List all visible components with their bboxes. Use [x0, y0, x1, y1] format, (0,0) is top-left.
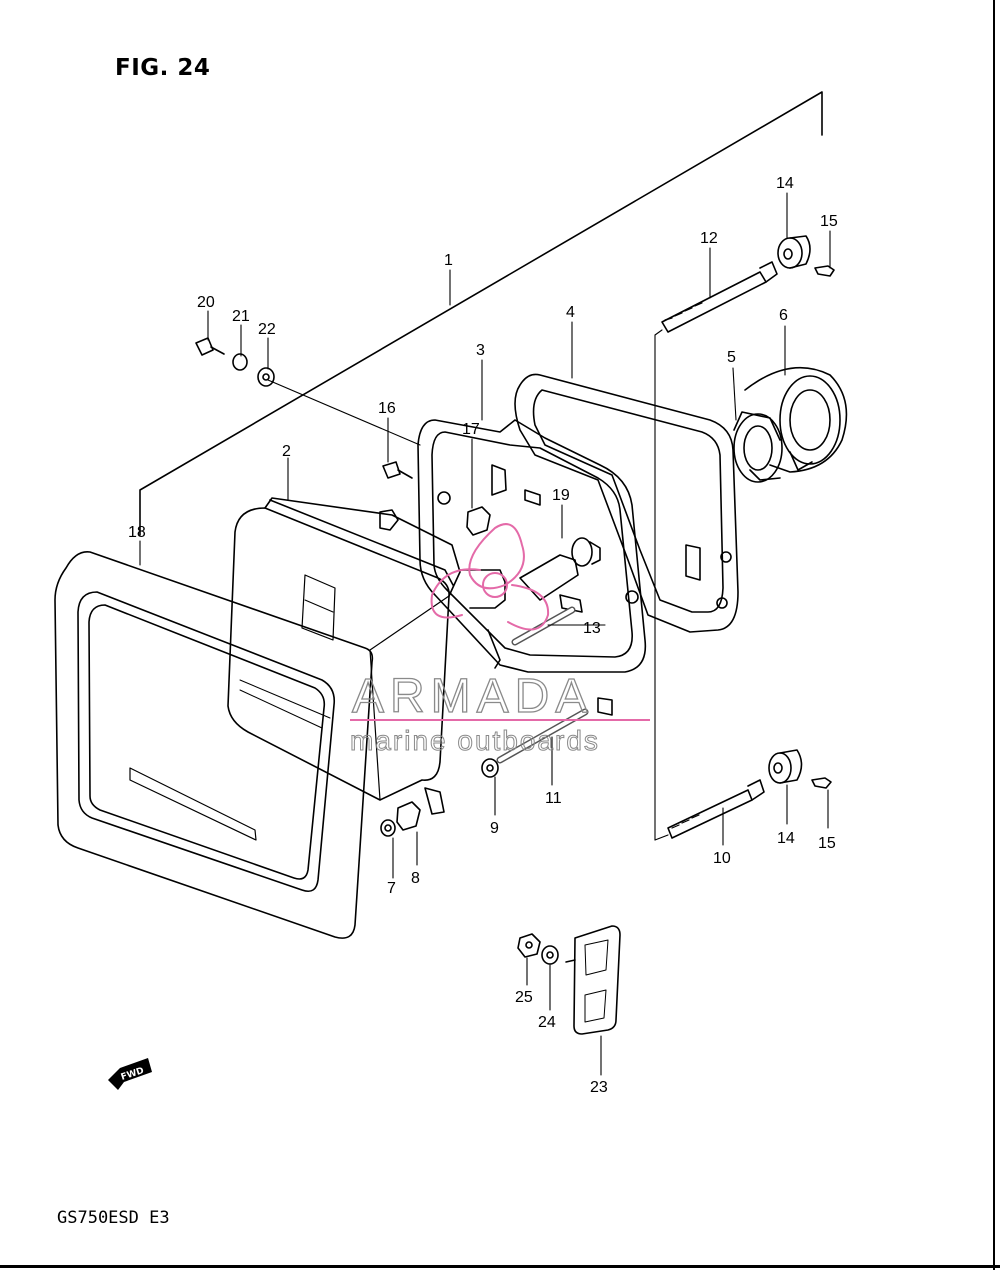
callout-6: 6 [779, 307, 788, 324]
callout-25: 25 [515, 989, 533, 1006]
adjuster-nut-14-bottom [768, 749, 803, 784]
reflector-23 [565, 925, 621, 1035]
callout-12: 12 [700, 230, 718, 247]
socket-cover-5-6 [733, 367, 848, 483]
washer-22 [257, 367, 275, 387]
leader-lines [139, 192, 831, 1076]
callout-7: 7 [387, 880, 396, 897]
callout-15-bottom: 15 [818, 835, 836, 852]
callout-16: 16 [378, 400, 396, 417]
callout-14-bottom: 14 [777, 830, 795, 847]
watermark-brand: ARMADA [352, 670, 593, 723]
callout-3: 3 [476, 342, 485, 359]
callout-22: 22 [258, 321, 276, 338]
callout-8: 8 [411, 870, 420, 887]
callout-24: 24 [538, 1014, 556, 1031]
callout-19: 19 [552, 487, 570, 504]
assembly-bracket-1 [139, 91, 823, 536]
washer-24 [541, 945, 559, 965]
spring-13 [511, 606, 576, 646]
screw-16 [382, 461, 413, 479]
callout-21: 21 [232, 308, 250, 325]
watermark-subtitle: marine outboards [350, 725, 600, 756]
fwd-arrow-icon: FWD [108, 1058, 152, 1090]
adjusting-screw-10 [667, 779, 765, 839]
clip-17 [466, 506, 491, 536]
housing-gasket-4 [514, 373, 739, 633]
figure-title: FIG. 24 [115, 55, 211, 81]
headlight-bulb-19 [519, 537, 601, 601]
nut-25 [517, 933, 541, 958]
adjuster-nut-14-top [777, 235, 811, 269]
page-border-right [993, 0, 995, 1270]
callout-18: 18 [128, 524, 146, 541]
page-border-bottom [0, 1265, 1000, 1268]
callout-labels: 1 2 3 4 5 6 7 8 9 10 11 12 13 14 14 15 1… [128, 175, 838, 1096]
watermark-logo [430, 523, 550, 631]
screw-15-bottom [811, 777, 832, 789]
clip-8 [396, 801, 421, 831]
lock-washer-21 [232, 353, 248, 371]
callout-17: 17 [462, 421, 480, 438]
sealed-beam-unit-2 [227, 497, 506, 815]
callout-1: 1 [444, 252, 453, 269]
headlight-case-3 [417, 419, 647, 716]
headlight-rim-18 [54, 551, 374, 939]
callout-13: 13 [583, 620, 601, 637]
callout-11: 11 [545, 790, 562, 807]
callout-10: 10 [713, 850, 731, 867]
callout-9: 9 [490, 820, 499, 837]
callout-5: 5 [727, 349, 736, 366]
washer-9 [481, 758, 499, 778]
callout-20: 20 [197, 294, 215, 311]
adjusting-screw-12 [661, 261, 778, 333]
callout-4: 4 [566, 304, 575, 321]
model-code: GS750ESD E3 [57, 1208, 170, 1228]
callout-14-top: 14 [776, 175, 794, 192]
callout-23: 23 [590, 1079, 608, 1096]
bolt-20 [195, 337, 225, 356]
nut-7 [380, 819, 396, 837]
callout-2: 2 [282, 443, 291, 460]
screw-15-top [814, 265, 835, 277]
callout-15-top: 15 [820, 213, 838, 230]
